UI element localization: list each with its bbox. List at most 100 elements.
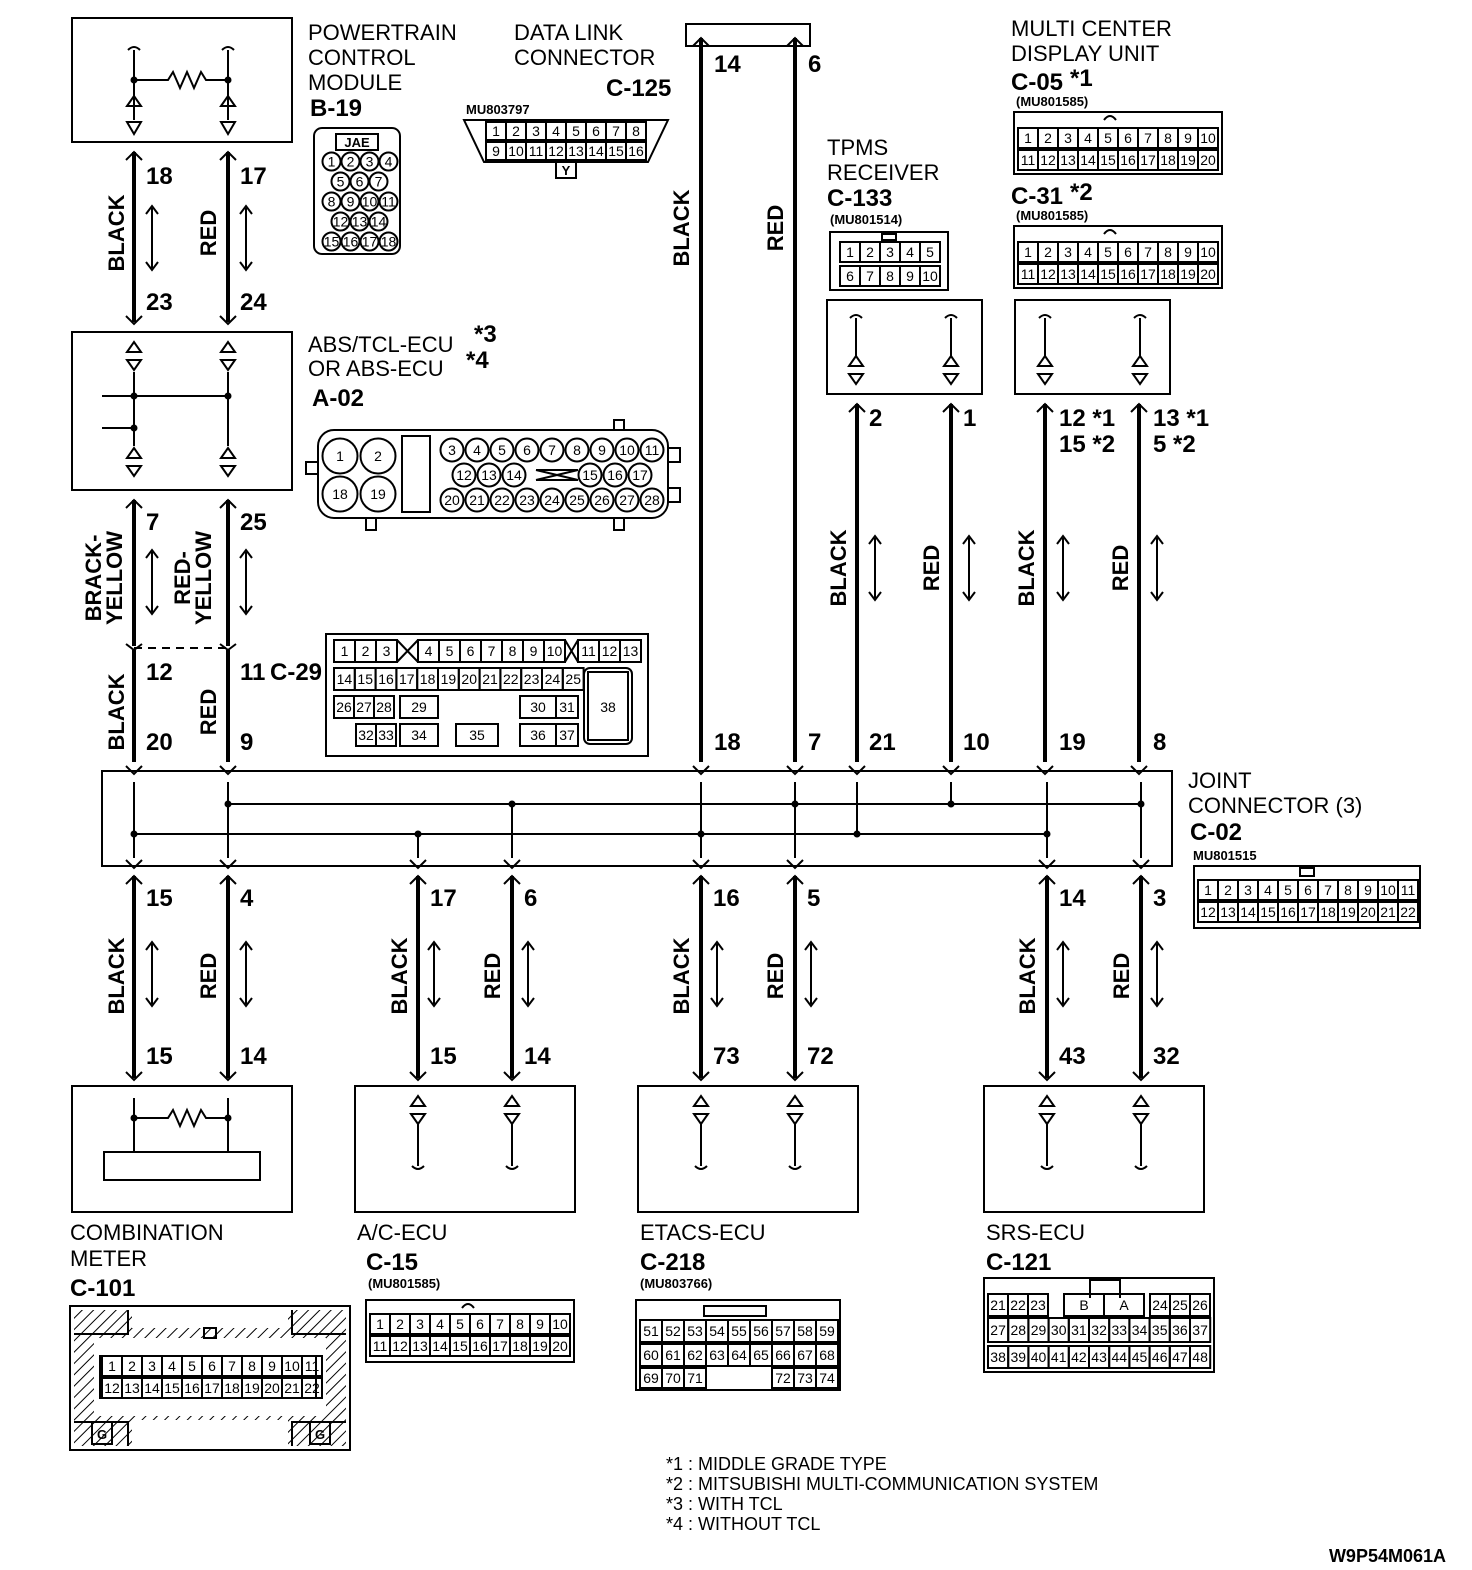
connector-pin-cell [815,1319,839,1343]
wire-color-label: BLACK [104,673,129,750]
pin-number: 7 [146,509,159,536]
connector-pin-label: 6 [523,442,531,458]
connector-pin-cell [501,462,527,488]
connector-pin-label: 25 [1172,1297,1188,1313]
connector-pin-label: 16 [628,143,644,159]
connector-pin-cell [555,695,579,719]
connector-pin-label: 5 [456,1316,464,1332]
connector-pin-cell [539,487,565,513]
connector-pin-label: 8 [248,1358,256,1374]
connector-pin-label: 25 [569,492,585,508]
connector-pin-label: 17 [492,1338,508,1354]
connector-pin-label: 6 [476,1316,484,1332]
connector-pin-cell [549,1335,571,1357]
connector-code: C-29 [270,659,322,686]
connector-pin-cell [639,437,665,463]
component-name: DISPLAY UNIT [1011,41,1159,66]
connector-pin-label: 65 [753,1347,769,1363]
connector-pin-label: 7 [496,1316,504,1332]
connector-pin-label: 12 [456,467,472,483]
connector-pin-cell [464,437,490,463]
connector-pin-cell [1197,241,1219,263]
connector-pin-label: 15 [452,1338,468,1354]
connector-pin-label: 11 [381,194,396,210]
connector-pin-label: 2 [396,1316,404,1332]
pin-number: 20 [146,729,173,756]
pin-number: 15 [146,885,173,912]
connector-pin-label: 46 [1152,1349,1168,1365]
wire-color-label: RED [480,953,505,999]
connector-pin-cell [464,487,490,513]
connector-pin-label: 18 [1160,152,1176,168]
pin-number: 5 [807,885,820,912]
mcdu-internal [1036,314,1149,386]
wire-color-label: RED [196,953,221,999]
connector-pin-label: 23 [1030,1297,1046,1313]
connector-pin-label: 17 [399,671,415,687]
connector-pin-label: 12 [1040,266,1056,282]
connector-pin-cell [399,695,439,719]
connector-pin-label: 10 [619,442,635,458]
connector-pin-cell [564,487,590,513]
connector-pin-label: 20 [1200,152,1216,168]
wire-color-labels: BLACK RED BRACK- YELLOW RED- YELLOW BLAC… [81,189,1134,1014]
connector-pin-label: 13 [1060,152,1076,168]
connector-pin-label: 4 [473,442,481,458]
connector-pin-label: 16 [1120,152,1136,168]
connector-pin-label: 3 [366,154,374,170]
pin-number: 15 [146,1043,173,1070]
etacs-ecu-box [637,1085,859,1213]
connector-pin-label: 16 [607,467,623,483]
connector-key: Y [562,163,571,178]
connector-pin-label: 26 [1192,1297,1208,1313]
connector-pin-label: 14 [1080,152,1096,168]
connector-pin-label: 10 [508,143,524,159]
connector-pin-cell [451,462,477,488]
connector-pin-label: 22 [304,1380,320,1396]
connector-pin-label: 35 [469,727,485,743]
connector-pin-cell [455,723,499,747]
connector-pin-label: 16 [1120,266,1136,282]
connector-pin-label: 25 [565,671,581,687]
connector-pin-label: 22 [1010,1297,1026,1313]
pin-number: 43 [1059,1043,1086,1070]
connector-pin-cell [321,437,359,475]
connector-pin-label: 14 [506,467,522,483]
connector-pin-label: 5 [446,643,454,659]
connector-pin-label: 12 [104,1380,120,1396]
component-name: POWERTRAIN [308,20,457,45]
connector-code: C-15 [366,1249,418,1276]
connector-pin-label: 29 [411,699,427,715]
connector-pin-label: 14 [432,1338,448,1354]
pin-number: 24 [240,289,267,316]
connector-pin-label: 3 [1244,882,1252,898]
connector-pin-label: 9 [1184,130,1192,146]
connector-pin-cell [625,141,647,161]
connector-pin-label: 14 [371,214,387,230]
connector-pin-label: 1 [376,1316,384,1332]
connector-pin-label: 2 [866,244,874,260]
connector-pin-label: 19 [244,1380,260,1396]
joint-connector-box [101,770,1173,867]
connector-pin-label: 5 [498,442,506,458]
mcdu-box [1014,299,1171,395]
connector-pin-label: 11 [529,143,544,159]
wire-color-label: RED [763,205,788,251]
wire-color-label: BLACK [387,937,412,1014]
connector-pin-label: 51 [643,1323,659,1339]
connector-pin-cell [815,1367,839,1389]
connector-pin-label: 3 [1064,244,1072,260]
connector-pin-label: 18 [512,1338,528,1354]
connector-pin-label: 9 [530,643,538,659]
pin-number: 12 *1 [1059,405,1115,432]
pin-number: 13 *1 [1153,405,1209,432]
connector-pin-label: 11 [1021,152,1036,168]
connector-pin-label: 11 [1401,882,1416,898]
device-receivers [409,1094,1150,1170]
connector-pin-label: 32 [358,727,374,743]
connector-pin-label: 36 [530,727,546,743]
connector-pin-cell [919,265,941,287]
